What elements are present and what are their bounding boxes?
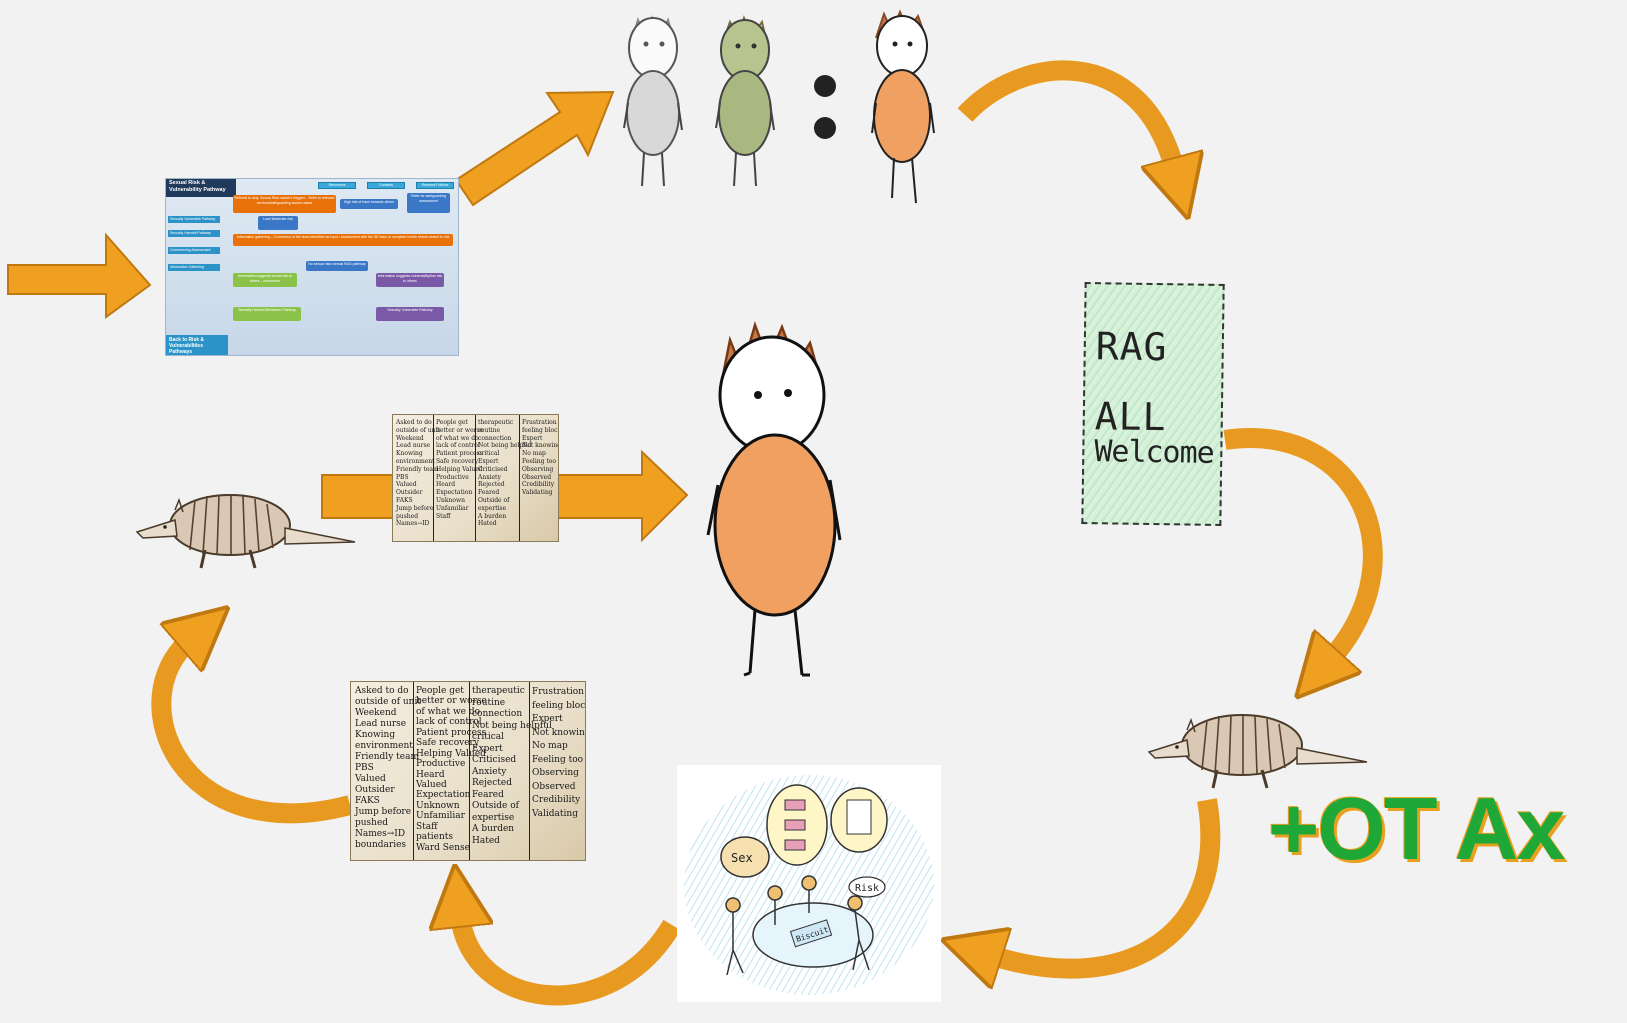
grey-figure	[623, 15, 683, 187]
flowchart-side-item: Information Gathering	[168, 264, 220, 271]
flowchart-box: Information gathering – 2 members of the…	[233, 234, 453, 246]
curve-figures-to-rag	[957, 60, 1175, 170]
bubble-risk-label: Risk	[855, 883, 879, 894]
curve-notes-to-armadillo	[151, 640, 353, 824]
rag-line: ALL	[1094, 394, 1167, 440]
flowchart-box: Sexually Harmful Behaviour Pathway	[233, 307, 301, 321]
flowchart-side-item: Sexually Harmful Pathway	[168, 230, 220, 237]
curve-armadillo-to-meeting	[990, 798, 1221, 969]
flowchart-box: Information suggests sexual risk to othe…	[233, 273, 297, 287]
flowchart-side-item: Commencing Assessment	[168, 247, 220, 254]
flowchart-back-button: Back to Risk & Vulnerabilities Pathways	[166, 335, 228, 355]
armadillo-left	[135, 494, 356, 569]
flowchart-box: Sexually Vulnerable Pathway	[376, 307, 444, 321]
flowchart-box: Information suggests vulnerability/low r…	[376, 273, 444, 287]
orange-figure-small	[871, 9, 935, 204]
ot-assessment-label: +OT Ax	[1268, 779, 1565, 878]
rag-line: Welcome	[1094, 434, 1214, 471]
flowchart-box: No sexual risks sexual RAG pathway	[306, 261, 368, 271]
rag-all-welcome-card: RAG ALL Welcome	[1081, 282, 1225, 526]
ratio-colon-icon	[814, 75, 836, 139]
flowchart-box: Referral to duty. Sexual Risk markers fl…	[233, 195, 336, 213]
bubble-sex-label: Sex	[731, 851, 753, 865]
flowchart-box: High risk of harm towards others	[340, 199, 398, 209]
flowchart-policies-button: Relevant Policies	[416, 182, 454, 189]
pathway-flowchart-screenshot: Sexual Risk & Vulnerability Pathway Reso…	[165, 178, 459, 356]
curve-meeting-to-notes	[460, 915, 681, 1006]
curve-rag-to-armadillo	[1223, 428, 1383, 660]
three-figures-group	[623, 9, 935, 204]
flowchart-box: Refer for safeguarding assessment	[407, 193, 450, 213]
flowchart-box: Low/ Moderate risk	[258, 216, 298, 230]
green-figure	[715, 15, 775, 187]
central-orange-figure	[706, 321, 842, 677]
flowchart-resources-button: Resources	[318, 182, 356, 189]
armadillo-right	[1147, 714, 1368, 789]
flowchart-title: Sexual Risk & Vulnerability Pathway	[166, 179, 236, 197]
entry-arrow	[7, 232, 152, 319]
flowchart-side-item: Sexually Vulnerable Pathway	[168, 216, 220, 223]
rag-line: RAG	[1095, 324, 1168, 370]
arrow-to-figures	[454, 90, 615, 207]
flowchart-contacts-button: Contacts	[367, 182, 405, 189]
team-meeting-sketch: Sex Risk Biscuit	[677, 765, 941, 1002]
